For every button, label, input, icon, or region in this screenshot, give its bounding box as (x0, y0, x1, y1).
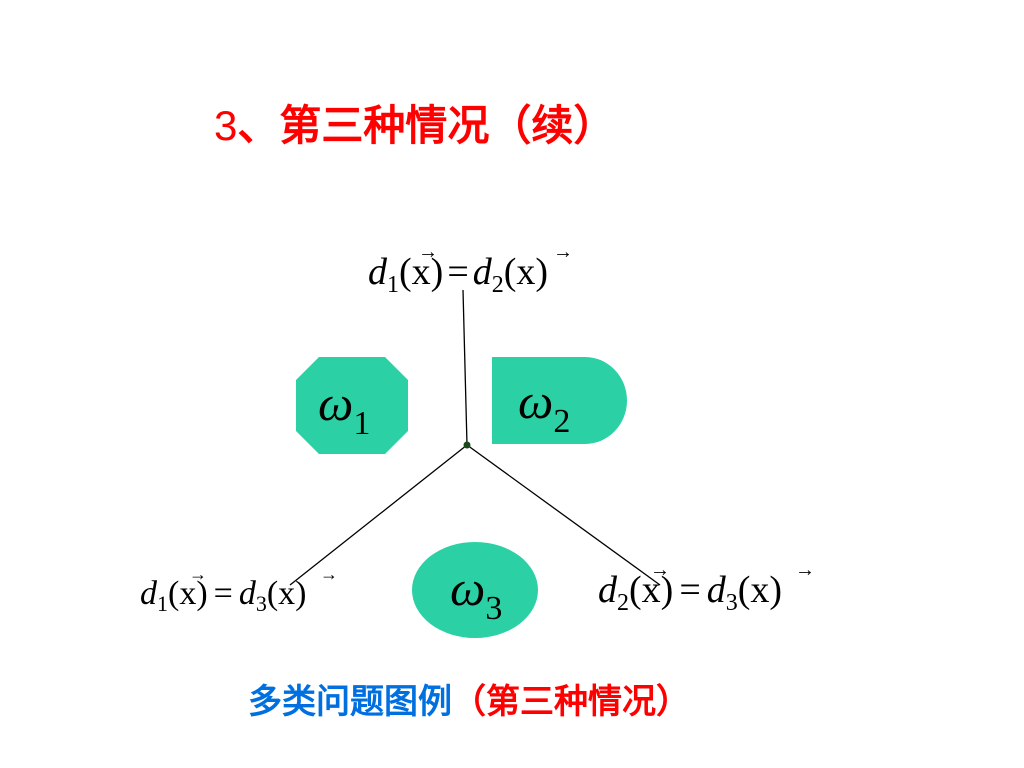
title-number: 3 (214, 102, 238, 149)
caption-red-text: （第三种情况） (452, 682, 690, 722)
slide-title: 3、第三种情况（续） (214, 100, 615, 152)
svg-text:d1(x)=d3(x): d1(x)=d3(x) (140, 575, 307, 616)
class-label-omega2: ω2 (518, 373, 570, 440)
equation-d23: d2(x)=d3(x) → → (598, 559, 815, 616)
vector-arrow-icon: → (795, 559, 815, 581)
equation-d13: d1(x)=d3(x) → → (140, 564, 338, 616)
vector-arrow-icon: → (189, 564, 207, 584)
vector-arrow-icon: → (553, 241, 573, 263)
svg-text:d2(x)=d3(x): d2(x)=d3(x) (598, 569, 782, 616)
caption-blue-text: 多类问题图例 (248, 682, 452, 722)
boundary-line-d23 (466, 444, 661, 586)
region-omega1-shape (296, 357, 408, 454)
region-omega3-shape (412, 542, 538, 638)
class-label-omega3: ω3 (450, 560, 502, 627)
boundary-line-d12 (462, 289, 468, 446)
diagram-caption: 多类问题图例（第三种情况） (248, 680, 690, 724)
vector-arrow-icon: → (320, 564, 338, 584)
svg-text:d1(x)=d2(x): d1(x)=d2(x) (368, 251, 548, 298)
intersection-point (463, 441, 471, 449)
class-label-omega1: ω1 (318, 375, 370, 442)
region-omega2-shape (492, 357, 627, 444)
vector-arrow-icon: → (418, 241, 438, 263)
boundary-line-d13 (289, 444, 468, 586)
title-text: 第三种情况（续） (279, 101, 616, 150)
equation-d12: d1(x)=d2(x) → → (368, 241, 573, 298)
title-separator: 、 (237, 101, 280, 150)
vector-arrow-icon: → (650, 559, 670, 581)
